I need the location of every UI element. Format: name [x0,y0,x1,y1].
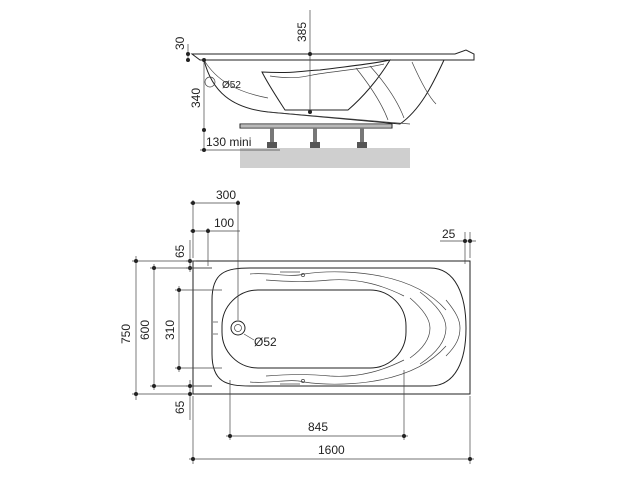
dim-310: 310 [163,320,177,340]
side-headrest [261,59,392,111]
dim-65-top: 65 [173,244,187,258]
top-bottom-basin [221,289,407,369]
top-inner-basin [211,267,467,387]
top-outer [192,260,471,395]
dim-750: 750 [119,324,133,344]
dim-100: 100 [214,216,234,230]
dim-top-drain: Ø52 [254,335,277,349]
dim-65-bottom: 65 [173,400,187,414]
dim-25: 25 [442,227,456,241]
dim-1600: 1600 [318,443,345,457]
side-drain-icon [204,76,216,88]
dim-385: 385 [295,22,309,42]
top-view: 300 100 25 65 750 600 [119,188,476,464]
dim-845: 845 [308,420,328,434]
floor [240,148,410,168]
dim-130-mini: 130 mini [206,135,251,149]
dim-side-drain: Ø52 [222,80,241,91]
dim-30: 30 [173,36,187,50]
side-view: 385 30 340 Ø52 130 mini [173,10,475,168]
top-drain-icon [230,320,246,336]
dim-340: 340 [189,88,203,108]
side-rim [190,49,475,61]
dim-600: 600 [138,320,152,340]
side-legs [267,128,367,148]
dim-300: 300 [216,188,236,202]
